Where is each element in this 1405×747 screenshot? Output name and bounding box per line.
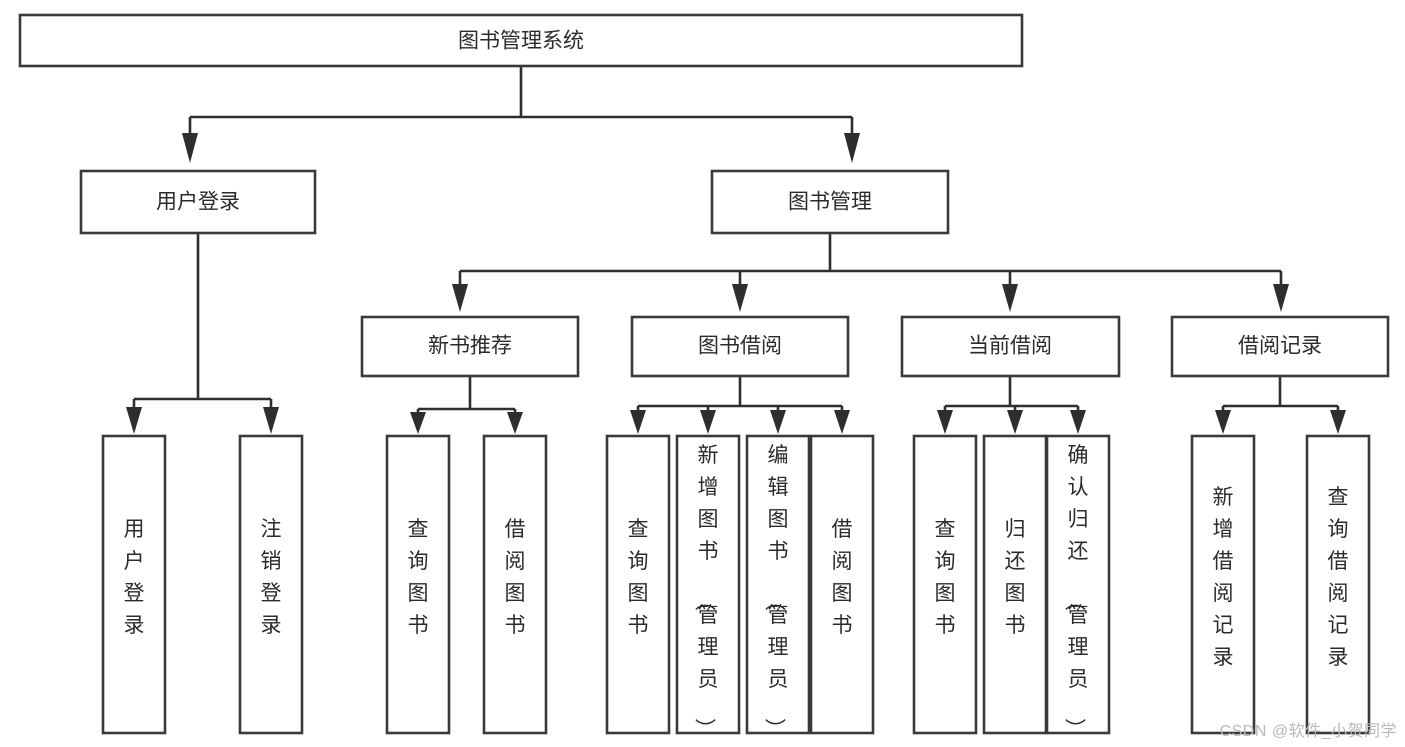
- arrow-head-icon: [770, 410, 786, 434]
- node-leaf-query-book-1[interactable]: 查询图书: [385, 434, 451, 735]
- node-leaf-add-record[interactable]: 新增借阅记录: [1190, 434, 1256, 735]
- arrow-head-icon: [1070, 410, 1086, 434]
- connector-userlogin-to-leaves: [126, 233, 279, 434]
- arrow-head-icon: [1002, 284, 1018, 312]
- arrow-head-icon: [937, 410, 953, 434]
- node-leaf-borrow-book-2[interactable]: 借阅图书: [809, 434, 875, 735]
- arrow-head-icon: [507, 412, 523, 434]
- node-leaf-add-book[interactable]: 新增图书（管理员）: [675, 434, 741, 739]
- node-leaf-query-book-2-label: 查询图书: [628, 518, 649, 637]
- node-root-label: 图书管理系统: [458, 30, 584, 53]
- node-book-manage[interactable]: 图书管理: [710, 169, 950, 235]
- connector-borrowrecord-to-leaves: [1215, 376, 1346, 434]
- node-book-manage-label: 图书管理: [788, 191, 872, 214]
- connector-root-to-level2: [182, 66, 860, 163]
- node-leaf-confirm-return[interactable]: 确认归还（管理员）: [1045, 434, 1111, 739]
- node-current-borrow-label: 当前借阅: [968, 335, 1052, 358]
- node-leaf-add-book-label: 新增图书（管理员）: [693, 444, 719, 739]
- arrow-head-icon: [452, 284, 468, 312]
- node-leaf-edit-book-label: 编辑图书（管理员）: [763, 444, 789, 739]
- arrow-head-icon: [630, 410, 646, 434]
- arrow-head-icon: [1330, 410, 1346, 434]
- node-leaf-query-book-2[interactable]: 查询图书: [605, 434, 671, 735]
- node-leaf-query-record[interactable]: 查询借阅记录: [1305, 434, 1371, 735]
- node-leaf-user-login-label: 用户登录: [124, 518, 145, 637]
- connector-bookborrow-to-leaves: [630, 376, 850, 434]
- arrow-head-icon: [732, 284, 748, 312]
- node-leaf-query-book-3-label: 查询图书: [935, 518, 956, 637]
- node-root[interactable]: 图书管理系统: [18, 13, 1024, 68]
- node-leaf-confirm-return-label: 确认归还（管理员）: [1063, 444, 1089, 739]
- node-leaf-borrow-book-1[interactable]: 借阅图书: [482, 434, 548, 735]
- arrow-head-icon: [1007, 410, 1023, 434]
- node-user-login[interactable]: 用户登录: [79, 169, 317, 235]
- node-new-book-rec[interactable]: 新书推荐: [360, 315, 580, 378]
- node-user-login-label: 用户登录: [156, 191, 240, 214]
- node-leaf-logout-label: 注销登录: [261, 518, 282, 637]
- node-book-borrow-label: 图书借阅: [698, 335, 782, 358]
- node-leaf-logout[interactable]: 注销登录: [238, 434, 304, 735]
- arrow-head-icon: [844, 133, 860, 163]
- node-leaf-borrow-book-2-label: 借阅图书: [832, 518, 853, 637]
- node-leaf-query-record-label: 查询借阅记录: [1328, 486, 1349, 669]
- node-new-book-rec-label: 新书推荐: [428, 335, 512, 358]
- arrow-head-icon: [700, 410, 716, 434]
- arrow-head-icon: [182, 133, 198, 163]
- node-book-borrow[interactable]: 图书借阅: [630, 315, 850, 378]
- arrow-head-icon: [263, 407, 279, 434]
- node-leaf-edit-book[interactable]: 编辑图书（管理员）: [745, 434, 811, 739]
- node-current-borrow[interactable]: 当前借阅: [900, 315, 1121, 378]
- node-leaf-return-book[interactable]: 归还图书: [982, 434, 1048, 735]
- connector-bookmanage-to-level3: [452, 233, 1289, 312]
- arrow-head-icon: [1215, 410, 1231, 434]
- node-leaf-query-book-1-label: 查询图书: [408, 518, 429, 637]
- node-leaf-borrow-book-1-label: 借阅图书: [505, 518, 526, 637]
- arrow-head-icon: [410, 412, 426, 434]
- arrow-head-icon: [126, 407, 142, 434]
- node-leaf-add-record-label: 新增借阅记录: [1213, 486, 1234, 669]
- arrow-head-icon: [1273, 284, 1289, 312]
- node-leaf-user-login[interactable]: 用户登录: [101, 434, 167, 735]
- connector-currentborrow-to-leaves: [937, 376, 1086, 434]
- node-leaf-query-book-3[interactable]: 查询图书: [912, 434, 978, 735]
- connector-newbook-to-leaves: [410, 376, 523, 434]
- node-borrow-record[interactable]: 借阅记录: [1170, 315, 1390, 378]
- node-leaf-return-book-label: 归还图书: [1005, 518, 1026, 637]
- node-borrow-record-label: 借阅记录: [1238, 335, 1322, 358]
- arrow-head-icon: [834, 410, 850, 434]
